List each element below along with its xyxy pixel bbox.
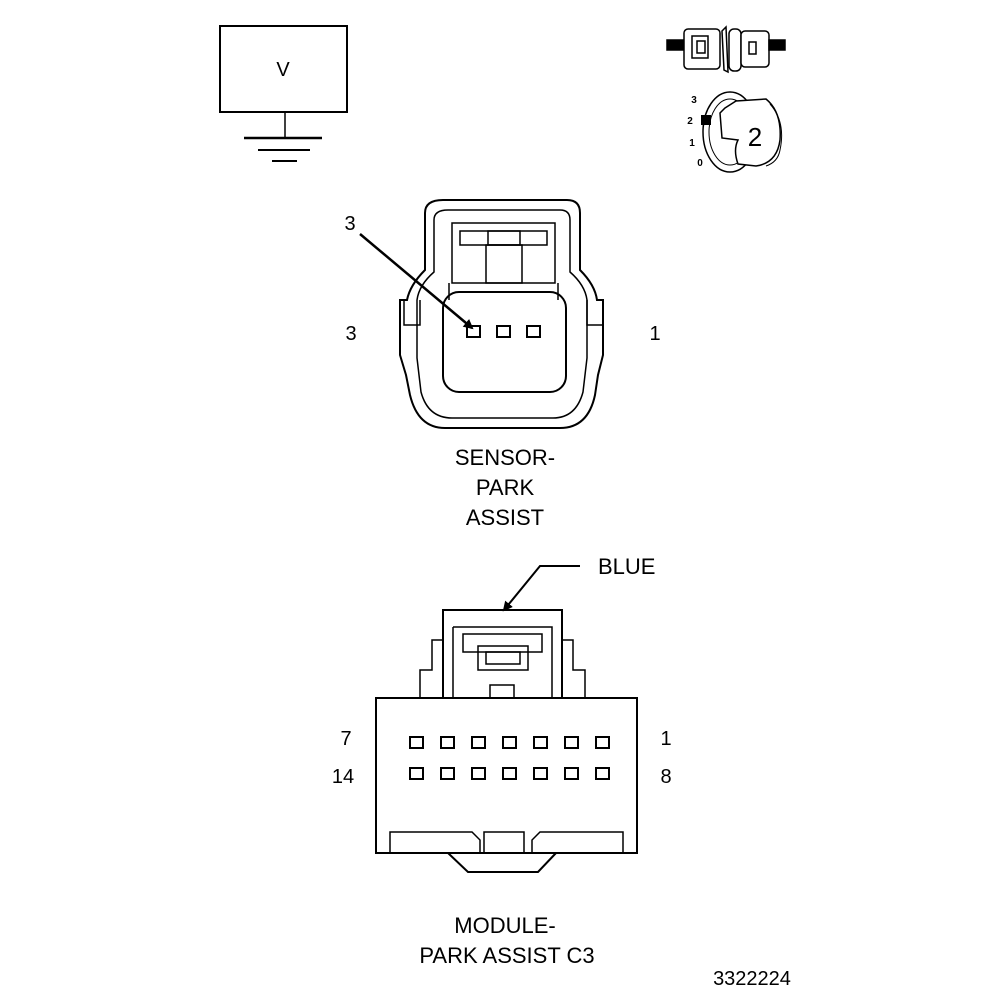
figure-number: 3322224 <box>713 968 791 990</box>
sensor-name-line-1: SENSOR- <box>455 445 555 470</box>
module-pin-13 <box>440 767 455 780</box>
voltmeter-label: V <box>276 59 290 81</box>
module-row1-right-label: 1 <box>660 728 671 750</box>
sensor-pin-2 <box>496 325 511 338</box>
module-pin-5 <box>471 736 486 749</box>
module-pin-3 <box>533 736 548 749</box>
module-row2-right-label: 8 <box>660 766 671 788</box>
key-position-0: 0 <box>697 158 703 169</box>
ignition-key-icon <box>701 91 783 173</box>
module-pin-10 <box>533 767 548 780</box>
module-pin-11 <box>502 767 517 780</box>
blue-callout-leader <box>502 565 580 612</box>
module-pin-7 <box>409 736 424 749</box>
module-pin-1 <box>595 736 610 749</box>
sensor-left-pin-label: 3 <box>345 323 356 345</box>
module-row1-left-label: 7 <box>340 728 351 750</box>
key-position-3: 3 <box>691 95 697 106</box>
sensor-right-pin-label: 1 <box>649 323 660 345</box>
module-pin-grid <box>409 736 610 780</box>
module-connector-body <box>375 697 638 854</box>
module-pin-12 <box>471 767 486 780</box>
module-name-line-1: MODULE- <box>454 913 555 938</box>
voltmeter-box <box>219 25 348 113</box>
module-pin-9 <box>564 767 579 780</box>
sensor-pin-1 <box>526 325 541 338</box>
sensor-connector <box>359 199 604 429</box>
module-row2-left-label: 14 <box>332 766 354 788</box>
module-name-line-2: PARK ASSIST C3 <box>419 943 594 968</box>
connector-disconnect-icon <box>666 25 786 74</box>
module-pin-2 <box>564 736 579 749</box>
sensor-name-line-2: PARK <box>476 475 535 500</box>
module-pin-6 <box>440 736 455 749</box>
module-connector <box>375 565 638 873</box>
key-position-marker <box>701 115 711 125</box>
voltmeter-symbol <box>219 25 348 162</box>
sensor-connector-cavity <box>442 291 567 393</box>
sensor-pin-3 <box>466 325 481 338</box>
sensor-connector-outer-shell <box>399 199 604 429</box>
key-position-1: 1 <box>689 138 695 149</box>
ground-icon <box>244 136 322 162</box>
sensor-pin-callout-leader <box>359 233 474 330</box>
module-pin-8 <box>595 767 610 780</box>
key-position-2: 2 <box>687 116 693 127</box>
sensor-callout-pin-label: 3 <box>344 213 355 235</box>
module-connector-bottom-tab <box>447 852 557 873</box>
key-selected-position: 2 <box>748 122 762 152</box>
module-color-label: BLUE <box>598 554 655 579</box>
module-pin-14 <box>409 767 424 780</box>
sensor-name-line-3: ASSIST <box>466 505 544 530</box>
module-pin-4 <box>502 736 517 749</box>
